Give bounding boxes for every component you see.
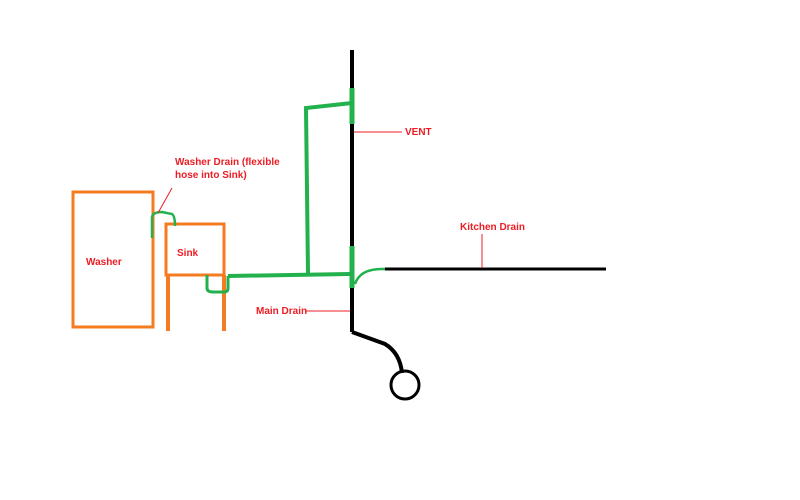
washer-box [71, 190, 155, 329]
washer-drain-label-2: hose into Sink) [175, 170, 247, 181]
new-vent-pipe [303, 101, 353, 275]
cleanout-circle [389, 369, 421, 401]
main-drain-label: Main Drain [256, 306, 307, 317]
washer-label: Washer [86, 257, 122, 268]
washer-drain-hose [150, 210, 177, 238]
main-drain-elbow [351, 330, 404, 374]
sink-trap [205, 275, 230, 294]
washer-drain-label-1: Washer Drain (flexible [175, 157, 280, 168]
washer-drain-leader [157, 187, 173, 214]
kitchen-tie-in [353, 267, 386, 285]
sink-box [164, 222, 226, 277]
sink-drain-pipe [227, 272, 351, 278]
kitchen-drain-label: Kitchen Drain [460, 222, 525, 233]
sink-label: Sink [177, 248, 199, 259]
vent-label: VENT [405, 127, 432, 138]
